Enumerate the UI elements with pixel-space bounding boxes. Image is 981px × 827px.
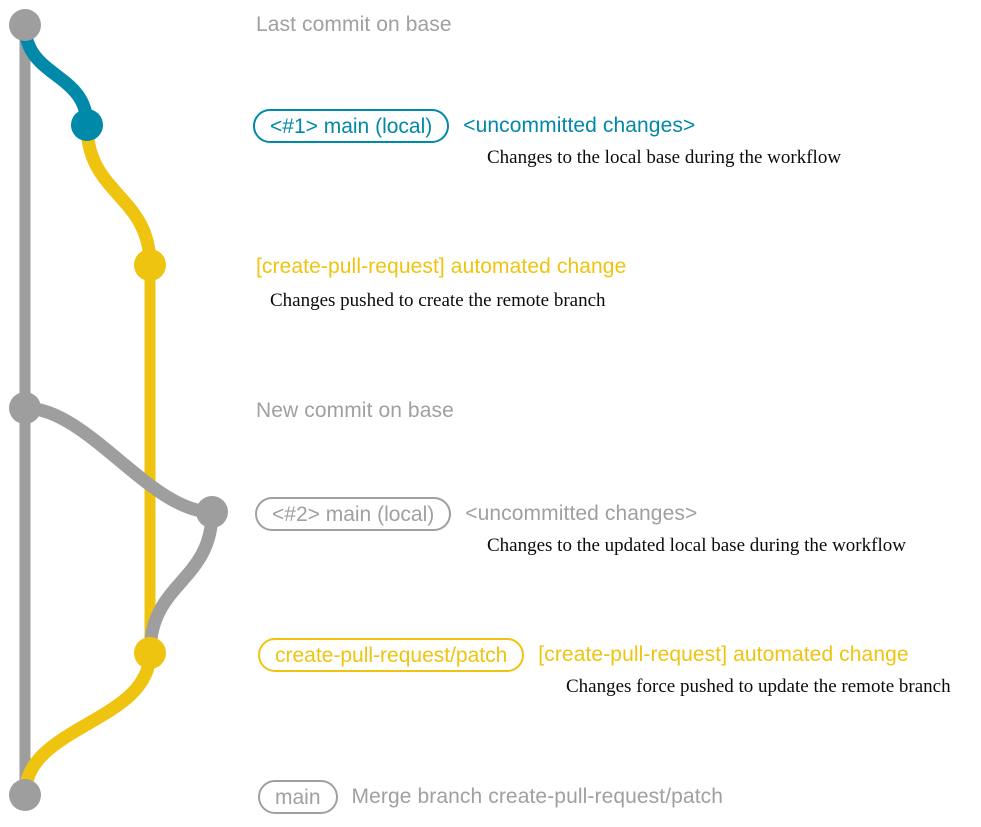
commit-description: Changes pushed to create the remote bran… — [270, 290, 606, 311]
commit-message: [create-pull-request] automated change — [538, 643, 909, 666]
commit-message: <uncommitted changes> — [465, 502, 698, 525]
commit-message: Merge branch create-pull-request/patch — [351, 785, 724, 808]
edge-patch2-to-base3 — [18, 646, 157, 802]
commit-node-base-2[interactable] — [9, 392, 41, 424]
edge-base2-to-local2 — [18, 401, 219, 519]
branch-badge-main[interactable]: main — [258, 780, 338, 814]
commit-node-base-1[interactable] — [9, 9, 41, 41]
commit-message: New commit on base — [256, 399, 454, 422]
branch-badge-local-main-2[interactable]: <#2> main (local) — [255, 497, 452, 531]
branch-badge-local-main-1[interactable]: <#1> main (local) — [253, 109, 450, 143]
commit-description: Changes to the local base during the wor… — [487, 147, 842, 168]
commit-node-base-3[interactable] — [9, 779, 41, 811]
commit-row-last-commit-on-base: Last commit on base — [256, 10, 452, 40]
commit-description: Changes force pushed to update the remot… — [566, 676, 951, 697]
commit-message: <uncommitted changes> — [463, 114, 696, 137]
commit-message: Last commit on base — [256, 13, 452, 36]
commit-row-automated-change-2: create-pull-request/patch [create-pull-r… — [258, 638, 909, 672]
commit-row-new-commit-on-base: New commit on base — [256, 396, 454, 426]
edge-base1-to-local1 — [18, 18, 94, 132]
commit-message: [create-pull-request] automated change — [256, 255, 627, 278]
commit-node-patch-2[interactable] — [134, 637, 166, 669]
commit-row-merge-commit: main Merge branch create-pull-request/pa… — [258, 780, 723, 814]
edge-local1-to-patch1 — [80, 118, 157, 272]
edge-local2-to-patch2 — [143, 505, 219, 660]
commit-description: Changes to the updated local base during… — [487, 535, 906, 556]
commit-row-local-main-1: <#1> main (local) <uncommitted changes> — [253, 109, 695, 143]
commit-node-local-main-1[interactable] — [71, 109, 103, 141]
commit-row-automated-change-1: [create-pull-request] automated change — [256, 252, 626, 282]
commit-node-patch-1[interactable] — [134, 249, 166, 281]
branch-badge-create-pull-request-patch[interactable]: create-pull-request/patch — [258, 638, 525, 672]
commit-node-local-main-2[interactable] — [196, 496, 228, 528]
commit-row-local-main-2: <#2> main (local) <uncommitted changes> — [255, 497, 697, 531]
